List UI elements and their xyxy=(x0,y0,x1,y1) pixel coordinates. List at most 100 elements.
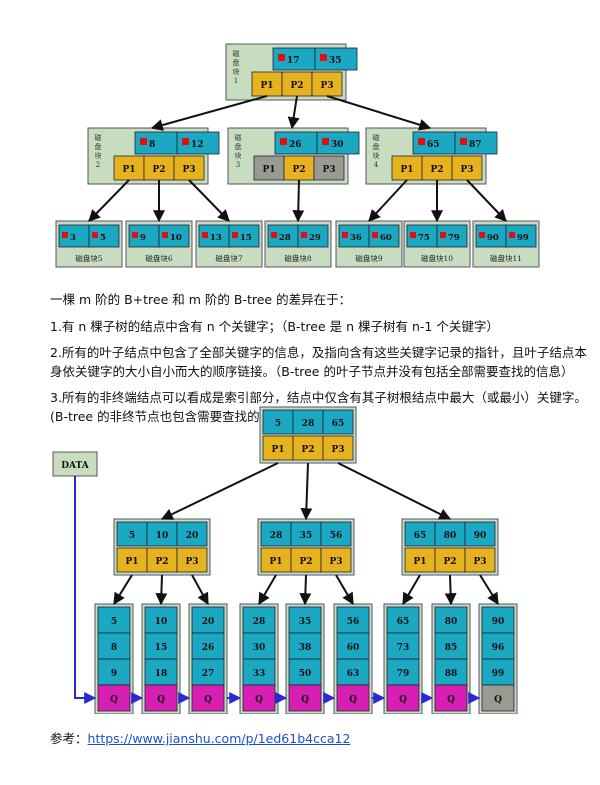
data-box xyxy=(52,451,98,477)
leaf-record-marker xyxy=(410,232,416,238)
plus-root-node-pointer-cell xyxy=(292,435,324,461)
root-node-key: 17 xyxy=(287,56,300,66)
leaf-key: 75 xyxy=(418,233,430,243)
root-link-1 xyxy=(150,95,268,131)
leaf-key: 13 xyxy=(210,233,222,243)
plus-mid-node-2-pointer: P3 xyxy=(329,557,342,567)
plus-leaf-key-cell xyxy=(288,658,322,686)
plus-mid-node-2-key: 28 xyxy=(270,531,283,541)
mid-node-2-pointer-cell xyxy=(253,155,285,181)
mid-node-3-key: 87 xyxy=(469,140,482,150)
plus-mid-node-1-pointer-cell xyxy=(146,547,178,573)
plus-leaf-next-label: Q xyxy=(255,695,263,705)
reference-link[interactable]: https://www.jianshu.com/p/1ed61b4cca12 xyxy=(87,731,351,746)
plus-mid-node-1-key: 5 xyxy=(129,531,135,541)
leaf-label: 磁盘块8 xyxy=(284,253,311,263)
leaf-label: 磁盘块11 xyxy=(490,253,522,263)
plus-mid-node-3-key: 80 xyxy=(444,531,457,541)
plus-leaf-key-cell xyxy=(336,658,370,686)
plus-leaf-key: 9 xyxy=(111,669,117,679)
plus-leaf-next-pointer xyxy=(434,684,468,712)
leaf-record-marker xyxy=(509,232,515,238)
plus-leaf-key: 85 xyxy=(445,643,458,653)
leaf-record-marker xyxy=(232,232,238,238)
plus-leaf-key: 26 xyxy=(202,643,215,653)
root-node-pointer: P2 xyxy=(290,81,303,91)
leaf-label: 磁盘块9 xyxy=(355,253,382,263)
leaf-node-4: 28 29 磁盘块8 xyxy=(264,220,332,268)
mid-node-2-record-marker xyxy=(322,138,329,145)
plus-leaf-next-pointer xyxy=(386,684,420,712)
plus-mid-node-1-key-cell xyxy=(176,521,208,547)
plus-mid-node-1-pointer: P1 xyxy=(125,557,138,567)
leaf-key: 3 xyxy=(70,233,76,243)
plus-leaf-key: 50 xyxy=(299,669,312,679)
plus-mid-node-2-key-cell xyxy=(320,521,352,547)
plus-mid-link-9 xyxy=(479,574,499,606)
mid-node-3-key: 65 xyxy=(427,140,440,150)
plus-mid-node-2-key-cell xyxy=(290,521,322,547)
plus-mid-node-3-key: 90 xyxy=(474,531,487,541)
plus-mid-node-1-pointer-cell xyxy=(176,547,208,573)
plus-mid-node-1-key-cell xyxy=(116,521,148,547)
plus-leaf-key-cell xyxy=(434,658,468,686)
leaf-record-marker xyxy=(271,232,277,238)
leaf-record-marker xyxy=(479,232,485,238)
plus-leaf-key: 99 xyxy=(492,669,505,679)
leaf-record-marker xyxy=(92,232,98,238)
leaf-record-marker xyxy=(372,232,378,238)
mid-link-5 xyxy=(368,179,408,222)
leaf-record-marker xyxy=(440,232,446,238)
mid-node-1-pointer-cell xyxy=(113,155,145,181)
plus-mid-node-3-pointer: P3 xyxy=(473,557,486,567)
mid-node-1-record-marker xyxy=(182,138,189,145)
plus-mid-node-2-pointer: P1 xyxy=(269,557,282,567)
difference-1: 1.有 n 棵子树的结点中含有 n 个关键字；（B-tree 是 n 棵子树有 … xyxy=(50,319,499,334)
plus-leaf-key-cell xyxy=(336,606,370,634)
root-node-pointer: P3 xyxy=(320,81,333,91)
mid-node-2-label-char: 3 xyxy=(236,161,240,169)
plus-leaf-next-label: Q xyxy=(204,695,212,705)
plus-leaf-key: 80 xyxy=(445,617,458,627)
leaf-key: 29 xyxy=(309,233,321,243)
leaf-label: 磁盘块7 xyxy=(215,253,242,263)
plus-leaf-key: 90 xyxy=(492,617,505,627)
plus-root-node-key-cell xyxy=(292,409,324,435)
difference-2-line2: 身依关键字的大小自小而大的顺序链接。（B-tree 的叶子节点并没有包括全部需要… xyxy=(50,364,574,379)
plus-leaf-key-cell xyxy=(97,606,131,634)
mid-node-3-record-marker xyxy=(460,138,467,145)
leaf-key: 28 xyxy=(279,233,291,243)
plus-leaf-next-pointer xyxy=(242,684,276,712)
plus-mid-link-3 xyxy=(191,574,209,606)
root-link-3 xyxy=(326,95,432,131)
plus-leaf-key: 56 xyxy=(347,617,360,627)
plus-leaf-key-cell xyxy=(242,658,276,686)
mid-node-2-key: 30 xyxy=(331,140,344,150)
plus-mid-node-3-key-cell xyxy=(464,521,496,547)
plus-leaf-next-pointer xyxy=(288,684,322,712)
leaf-record-marker xyxy=(202,232,208,238)
mid-node-2-pointer-cell xyxy=(313,155,345,181)
leaf-label: 磁盘块10 xyxy=(421,253,453,263)
mid-node-1-pointer: P2 xyxy=(152,165,165,175)
intro-text: 一棵 m 阶的 B+tree 和 m 阶的 B-tree 的差异在于： xyxy=(50,292,352,307)
data-link xyxy=(74,476,97,704)
